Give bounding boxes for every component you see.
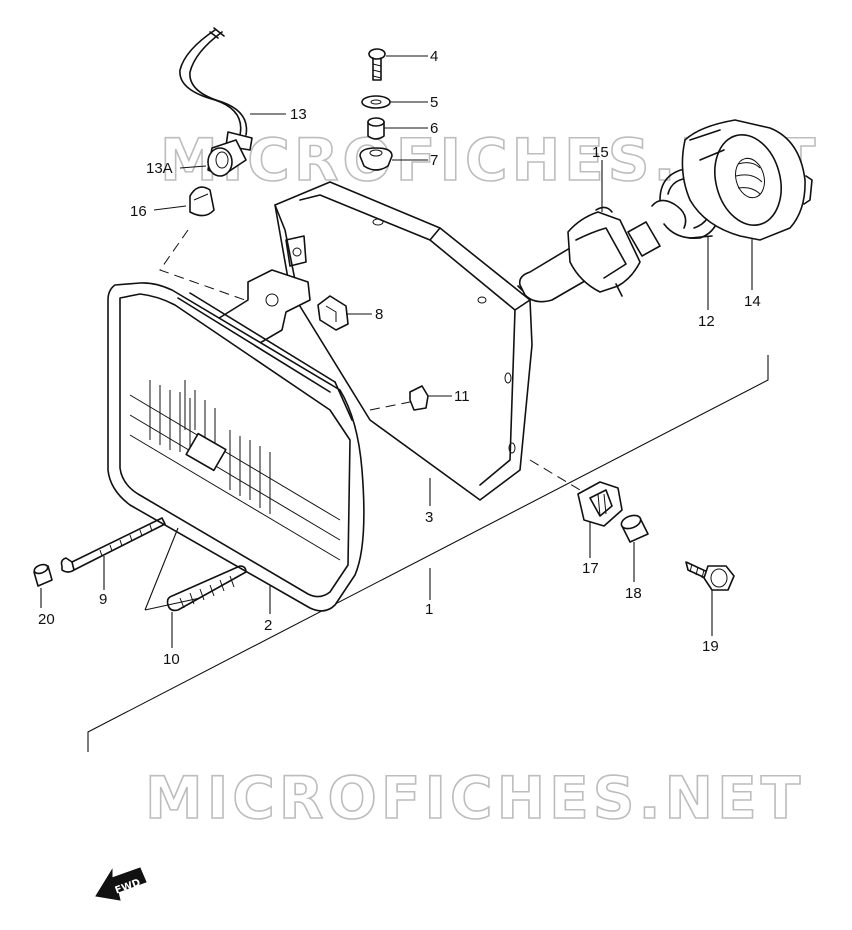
- label-part-5: 5: [430, 94, 438, 111]
- label-part-19: 19: [702, 638, 719, 655]
- watermark-bottom: MICROFICHES.NET: [145, 764, 804, 832]
- label-part-4: 4: [430, 48, 438, 65]
- label-part-18: 18: [625, 585, 642, 602]
- label-part-15: 15: [592, 144, 609, 161]
- collar-part-18: [620, 514, 649, 543]
- label-part-17: 17: [582, 560, 599, 577]
- part-labels: 4 5 6 7 13 13A 16 8 11 3 1 2 9 20 10 17 …: [38, 48, 761, 668]
- headlamp-housing: [274, 181, 533, 501]
- label-part-9: 9: [99, 591, 107, 608]
- label-part-2: 2: [264, 617, 272, 634]
- label-part-10: 10: [163, 651, 180, 668]
- leader-lines: [40, 55, 753, 648]
- spring-part-10: [166, 565, 247, 612]
- washer-part-5: [361, 95, 391, 109]
- grommet-part-7: [359, 147, 393, 171]
- label-part-16: 16: [130, 203, 147, 220]
- label-part-6: 6: [430, 120, 438, 137]
- label-part-8: 8: [375, 306, 383, 323]
- socket-cover-part-14: [681, 119, 813, 241]
- damper-part-17: [577, 481, 623, 527]
- label-part-1: 1: [425, 601, 433, 618]
- bulb-part-16: [189, 186, 215, 217]
- label-part-7: 7: [430, 152, 438, 169]
- alignment-lines: [159, 229, 581, 491]
- bolt-part-19: [685, 561, 735, 591]
- forward-arrow-icon: FWD: [95, 867, 147, 901]
- assembly-bracket-outline: [87, 355, 769, 752]
- label-part-20: 20: [38, 611, 55, 628]
- screw-part-4: [368, 48, 386, 81]
- clip-part-8: [317, 295, 349, 331]
- spacer-part-6: [367, 117, 385, 140]
- socket-wire-part-13: [179, 27, 253, 177]
- label-part-14: 14: [744, 293, 761, 310]
- headlamp-lens-unit: [107, 282, 365, 612]
- label-part-13a: 13A: [146, 160, 173, 177]
- label-part-3: 3: [425, 509, 433, 526]
- label-part-12: 12: [698, 313, 715, 330]
- nut-part-11: [409, 385, 429, 411]
- headlight-bulb-part-15: [517, 206, 661, 303]
- bolt-part-9: [60, 517, 166, 573]
- label-part-13: 13: [290, 106, 307, 123]
- collar-part-20: [33, 563, 53, 587]
- label-part-11: 11: [454, 388, 470, 405]
